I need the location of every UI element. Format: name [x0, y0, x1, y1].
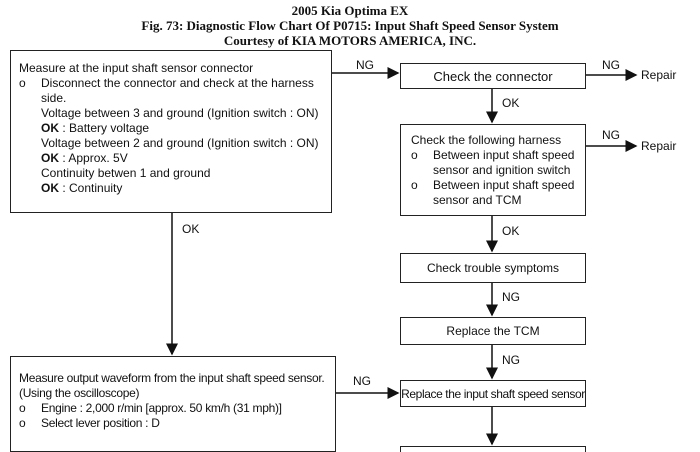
label-ng: NG: [356, 58, 374, 72]
box1-ok2: OK : Approx. 5V: [41, 151, 128, 165]
doc-title: 2005 Kia Optima EX: [291, 3, 409, 18]
box1-line3: Continuity betwen 1 and ground: [41, 166, 211, 180]
box1-line1: Voltage between 3 and ground (Ignition s…: [41, 106, 319, 120]
label-ok: OK: [502, 96, 520, 110]
box-check-trouble: Check trouble symptoms: [400, 253, 586, 283]
bullet: o: [19, 76, 26, 90]
label-ok: OK: [502, 224, 520, 238]
box1-ok3: OK : Continuity: [41, 181, 123, 195]
courtesy-line: Courtesy of KIA MOTORS AMERICA, INC.: [223, 33, 477, 48]
box2-heading: Measure output waveform from the input s…: [19, 371, 325, 385]
box-replace-tcm: Replace the TCM: [400, 317, 586, 345]
box-measure-connector: Measure at the input shaft sensor connec…: [10, 50, 332, 213]
box-measure-waveform: Measure output waveform from the input s…: [10, 356, 336, 452]
box-replace-sensor: Replace the input shaft speed sensor: [400, 380, 586, 407]
harness-title: Check the following harness: [411, 133, 562, 147]
box2-sub: (Using the oscilloscope): [19, 386, 140, 400]
box-next-partial: [400, 446, 586, 452]
label-repair: Repair: [641, 68, 677, 82]
label-ng: NG: [602, 58, 620, 72]
box1-item: Disconnect the connector and check at th…: [41, 76, 314, 105]
label-ok: OK: [182, 222, 200, 236]
figure-title: Fig. 73: Diagnostic Flow Chart Of P0715:…: [141, 18, 559, 33]
box-check-connector: Check the connector: [400, 63, 586, 89]
label-ng: NG: [502, 353, 520, 367]
label-ng: NG: [353, 374, 371, 388]
label-ng: NG: [602, 128, 620, 142]
label-repair: Repair: [641, 139, 677, 153]
label-ng: NG: [502, 290, 520, 304]
box1-heading: Measure at the input shaft sensor connec…: [19, 61, 254, 75]
box1-ok1: OK : Battery voltage: [41, 121, 150, 135]
box1-line2: Voltage between 2 and ground (Ignition s…: [41, 136, 319, 150]
